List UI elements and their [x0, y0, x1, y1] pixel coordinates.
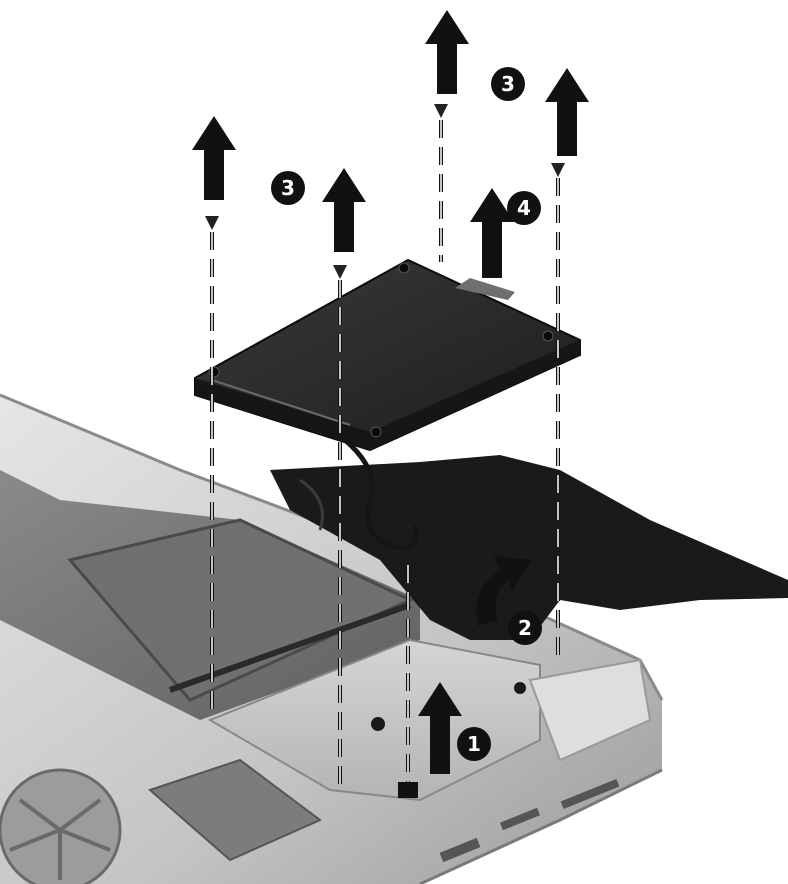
callout-label: 4	[517, 196, 531, 220]
callout-step-2: 2	[508, 611, 542, 645]
callout-step-4: 4	[507, 191, 541, 225]
callout-step-3a: 3	[271, 171, 305, 205]
callout-label: 1	[467, 732, 481, 756]
callout-step-3b: 3	[491, 67, 525, 101]
callout-label: 3	[281, 176, 295, 200]
removed-drive	[195, 260, 580, 450]
callout-step-1: 1	[457, 727, 491, 761]
callout-label: 2	[518, 616, 532, 640]
callout-label: 3	[501, 72, 515, 96]
